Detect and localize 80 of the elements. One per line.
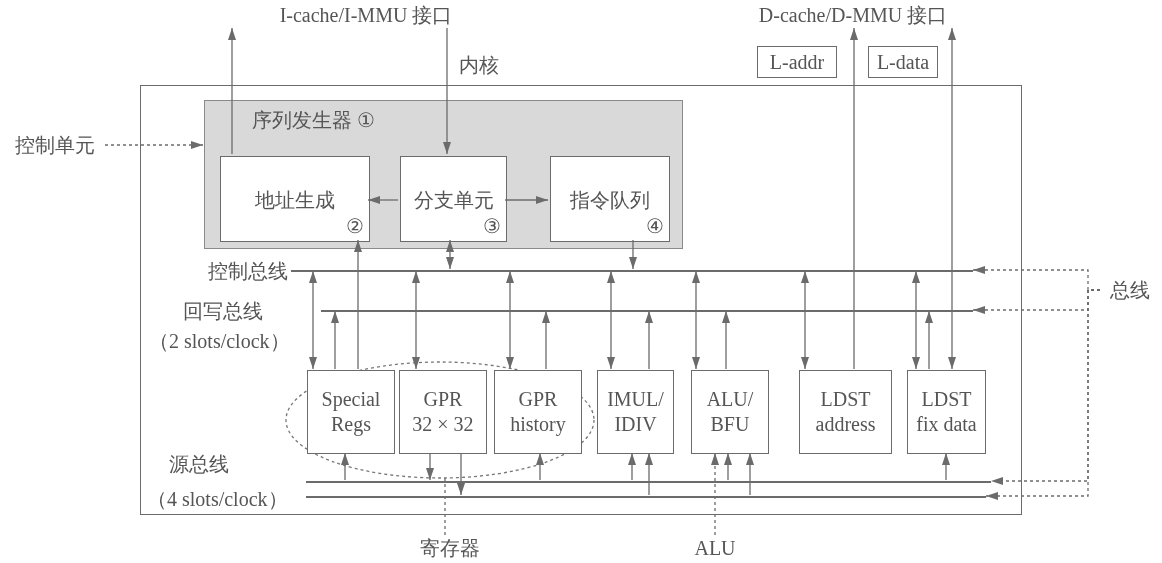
bus-line (291, 270, 973, 272)
bus-label: 总线 (1100, 277, 1160, 303)
bus-line (306, 496, 986, 498)
bus-label: 源总线 (169, 452, 229, 477)
stage-box (400, 156, 507, 242)
bus-label: 控制总线 (208, 259, 288, 284)
stage-name: 指令队列 (569, 188, 651, 213)
arrow (228, 27, 236, 155)
unit-name: ALU/ BFU (705, 387, 755, 437)
control-unit-label: 控制单元 (5, 132, 105, 158)
register-box (399, 370, 487, 454)
unit-name: IMUL/ IDIV (606, 387, 665, 437)
bus-line (321, 310, 973, 312)
arrow (443, 27, 451, 155)
arrow (645, 310, 653, 370)
arrow (645, 452, 653, 496)
arrow (724, 452, 732, 481)
bus-label: （4 slots/clock） (147, 487, 288, 512)
arrow (506, 270, 514, 370)
unit-name: GPR 32 × 32 (411, 387, 475, 437)
arrow (629, 239, 637, 270)
register-box (307, 370, 395, 454)
arrow (536, 452, 544, 481)
arrow (331, 310, 339, 370)
stage-name: 地址生成 (254, 188, 336, 213)
interface-label: I-cache/I-MMU 接口 (228, 2, 504, 28)
arrow (746, 452, 754, 496)
arrow (309, 270, 317, 370)
arrow (607, 270, 615, 370)
unit-box (597, 370, 674, 454)
arrow (722, 310, 730, 370)
unit-name: LDST fix data (915, 387, 978, 437)
alu-label: ALU (685, 535, 745, 561)
bus-label: （2 slots/clock） (149, 329, 290, 354)
signal-name: L-data (876, 49, 930, 75)
bus-line (306, 481, 991, 483)
unit-box (691, 370, 769, 454)
step-number: ① (357, 108, 375, 133)
core-title: 内核 (459, 53, 499, 78)
stage-box (550, 156, 670, 242)
unit-box (907, 370, 986, 454)
register-label: 寄存器 (405, 535, 495, 561)
register-group-ellipse (285, 361, 595, 479)
step-number: ③ (483, 214, 501, 239)
arrow (948, 27, 956, 370)
arrow (628, 452, 636, 481)
arrow (801, 270, 809, 370)
arrow (457, 452, 465, 496)
signal-name: L-addr (769, 49, 825, 75)
arrow (446, 239, 454, 270)
step-number: ② (346, 214, 364, 239)
arrow (542, 310, 550, 370)
dashed-arrow (711, 452, 719, 536)
arrow (354, 239, 362, 370)
arrow (426, 452, 434, 481)
bus-label: 回写总线 (183, 299, 263, 324)
stage-name: 分支单元 (412, 188, 495, 213)
sequencer-title: 序列发生器 (252, 108, 352, 133)
arrow (412, 270, 420, 370)
signal-box (757, 46, 837, 78)
arrow (504, 196, 549, 204)
step-number: ④ (646, 214, 664, 239)
arrow (367, 196, 399, 204)
unit-name: LDST address (814, 387, 877, 437)
arrow (692, 270, 700, 370)
sequencer-box (204, 100, 683, 249)
unit-box (799, 370, 892, 454)
arrow (341, 452, 349, 481)
arrow (925, 310, 933, 370)
arrow (912, 270, 920, 370)
leader-line (444, 477, 446, 536)
dashed-arrow (104, 141, 204, 149)
unit-name: GPR history (509, 387, 567, 437)
register-box (494, 370, 582, 454)
unit-name: Special Regs (320, 387, 382, 437)
arrow (942, 452, 950, 481)
arrow (850, 27, 858, 370)
stage-box (220, 156, 370, 242)
signal-box (868, 46, 938, 78)
interface-label: D-cache/D-MMU 接口 (735, 2, 971, 28)
